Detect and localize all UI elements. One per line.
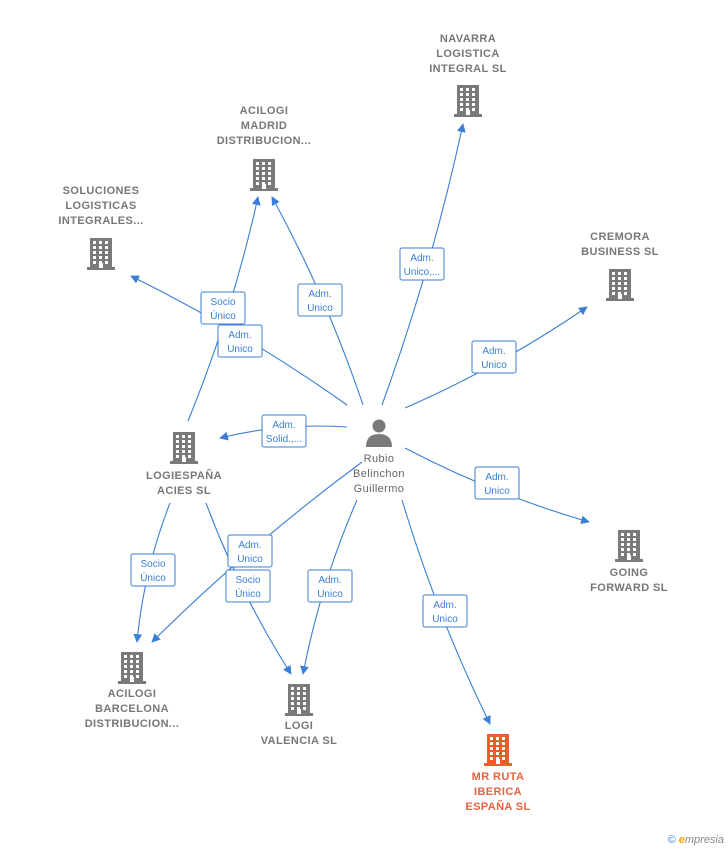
edge-label[interactable]: Adm. Unico (422, 594, 468, 628)
building-icon[interactable] (87, 238, 115, 270)
edge-label[interactable]: Adm. Unico (297, 283, 343, 317)
edge-label-text: Adm. (238, 540, 261, 551)
edge-label[interactable]: Adm. Unico,... (399, 247, 445, 281)
edge-label-text: Unico (237, 554, 263, 565)
node-acilogi-bcn[interactable]: ACILOGI BARCELONA DISTRIBUCION... (85, 652, 180, 730)
empresia-logo[interactable]: empresia (678, 834, 724, 846)
copyright-icon: © (667, 834, 676, 846)
edge-label[interactable]: Adm. Unico (227, 534, 273, 568)
node-label-line: NAVARRA (440, 33, 496, 45)
edge-label[interactable]: Adm. Solid.,... (261, 414, 307, 448)
edge-label-text: Unico (481, 360, 507, 371)
building-icon[interactable] (170, 432, 198, 464)
edge-label-text: Adm. (308, 289, 331, 300)
node-label-line: ACIES SL (157, 485, 211, 497)
node-label-line: LOGISTICA (436, 48, 500, 60)
edge-label-text: Adm. (228, 330, 251, 341)
edge-label-text: Adm. (318, 575, 341, 586)
edge-label-text: Adm. (433, 600, 456, 611)
building-icon[interactable] (615, 530, 643, 562)
edge-label-text: Unico (432, 614, 458, 625)
edge-label-text: Socio (140, 559, 165, 570)
node-label-line: DISTRIBUCION... (85, 718, 180, 730)
node-label-line: MR RUTA (472, 771, 525, 783)
edge-label-text: Adm. (485, 472, 508, 483)
edge-label[interactable]: Adm. Unico (217, 324, 263, 358)
edge-label[interactable]: Adm. Unico (307, 569, 353, 603)
edge-label-text: Adm. (272, 420, 295, 431)
edge-label-text: Único (235, 587, 261, 600)
node-cremora[interactable]: CREMORA BUSINESS SL (581, 231, 659, 301)
node-label-line: GOING (610, 567, 649, 579)
node-going[interactable]: GOING FORWARD SL (590, 530, 668, 594)
building-icon[interactable] (118, 652, 146, 684)
node-mr-ruta[interactable]: MR RUTA IBERICA ESPAÑA SL (465, 734, 530, 813)
node-label-line: BUSINESS SL (581, 246, 659, 258)
brand-footer: © empresia (668, 834, 724, 846)
node-label-line: VALENCIA SL (261, 735, 338, 747)
building-icon[interactable] (454, 85, 482, 117)
node-label-line: ESPAÑA SL (465, 800, 530, 813)
edge-label-text: Adm. (410, 253, 433, 264)
edge-label-text: Unico (484, 486, 510, 497)
node-label-line: ACILOGI (240, 105, 289, 117)
node-label-line: LOGISTICAS (65, 200, 136, 212)
building-icon[interactable] (285, 684, 313, 716)
building-icon[interactable] (484, 734, 512, 766)
node-label-line: SOLUCIONES (63, 185, 140, 197)
building-icon[interactable] (606, 269, 634, 301)
node-label-line: BARCELONA (95, 703, 169, 715)
node-label-line: ACILOGI (108, 688, 157, 700)
node-label-line: IBERICA (474, 786, 522, 798)
node-label-line: LOGIESPAÑA (146, 469, 222, 482)
edge-label-text: Único (210, 309, 236, 322)
node-label-line: MADRID (241, 120, 287, 132)
edge-label-text: Adm. (482, 346, 505, 357)
node-label-line: INTEGRALES... (58, 215, 143, 227)
building-icon[interactable] (250, 159, 278, 191)
node-label-line: LOGI (285, 720, 314, 732)
node-label-line: Rubio (364, 453, 395, 465)
edge-label[interactable]: Adm. Unico (474, 466, 520, 500)
node-logiespana[interactable]: LOGIESPAÑA ACIES SL (146, 432, 222, 497)
node-navarra[interactable]: NAVARRA LOGISTICA INTEGRAL SL (429, 33, 507, 117)
edge-label-text: Unico (317, 589, 343, 600)
edge-label-text: Unico,... (404, 267, 441, 278)
node-label-line: DISTRIBUCION... (217, 135, 312, 147)
edge-label[interactable]: Adm. Unico (471, 340, 517, 374)
node-label-line: FORWARD SL (590, 582, 668, 594)
node-soluciones[interactable]: SOLUCIONES LOGISTICAS INTEGRALES... (58, 185, 143, 270)
edge-label-text: Único (140, 571, 166, 584)
node-label-line: INTEGRAL SL (429, 63, 507, 75)
node-label-line: Belinchon (353, 468, 405, 480)
edge-label-text: Socio (235, 575, 260, 586)
edge-label-text: Solid.,... (266, 434, 302, 445)
node-label-line: CREMORA (590, 231, 650, 243)
node-label-line: Guillermo (354, 483, 405, 495)
edge-label-text: Unico (227, 344, 253, 355)
node-logi-valencia[interactable]: LOGI VALENCIA SL (261, 684, 338, 747)
edge-label-text: Unico (307, 303, 333, 314)
edge-label-text: Socio (210, 297, 235, 308)
node-acilogi-madrid[interactable]: ACILOGI MADRID DISTRIBUCION... (217, 105, 312, 191)
person-icon[interactable] (366, 419, 392, 448)
